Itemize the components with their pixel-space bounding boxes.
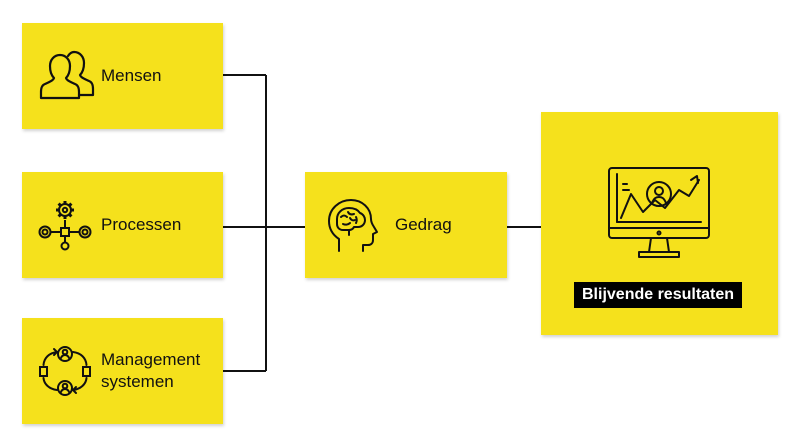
label-management-line2: systemen: [101, 372, 174, 391]
label-management-line1: Management: [101, 350, 201, 369]
label-mensen: Mensen: [101, 66, 162, 85]
label-management-systemen: Management systemen: [101, 349, 200, 393]
badge-blijvende-resultaten: Blijvende resultaten: [574, 282, 743, 308]
box-blijvende-resultaten: Blijvende resultaten: [541, 112, 778, 335]
box-gedrag: Gedrag: [305, 172, 507, 278]
box-processen: Processen: [22, 172, 223, 278]
label-processen: Processen: [101, 215, 182, 234]
label-gedrag: Gedrag: [395, 215, 452, 234]
process-gears-icon: [38, 201, 92, 251]
box-mensen: Mensen: [22, 23, 223, 129]
monitor-chart-icon: [608, 167, 710, 258]
management-cycle-icon: [39, 346, 91, 396]
box-management-systemen: Management systemen: [22, 318, 223, 424]
people-icon: [39, 50, 95, 100]
brain-head-icon: [328, 199, 378, 252]
